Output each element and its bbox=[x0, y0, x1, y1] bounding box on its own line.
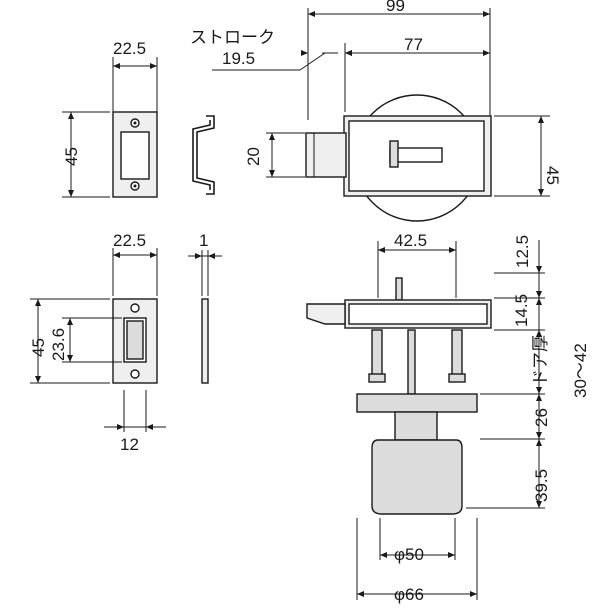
strike-width-label: 22.5 bbox=[113, 39, 146, 58]
bolt-height-label: 20 bbox=[244, 147, 263, 166]
rose-diameter-label: φ66 bbox=[394, 585, 424, 604]
plate-hole-spacing-label: 12 bbox=[120, 435, 139, 454]
body-depth-label: 14.5 bbox=[512, 294, 531, 327]
stroke-value: 19.5 bbox=[222, 49, 255, 68]
door-thickness-label: ドア厚 bbox=[531, 335, 550, 386]
stroke-label: ストローク bbox=[190, 28, 275, 47]
plate-height-label: 45 bbox=[29, 338, 48, 357]
knob-diameter-label: φ50 bbox=[394, 545, 424, 564]
assembly-side-view bbox=[306, 240, 545, 600]
body-length-label: 77 bbox=[404, 35, 423, 54]
plate-side-view bbox=[188, 250, 222, 384]
plate-opening-label: 23.6 bbox=[49, 328, 68, 361]
strike-plate-front bbox=[30, 248, 166, 432]
strike-side-profile bbox=[192, 115, 215, 195]
rose-thickness-label: 26 bbox=[532, 408, 551, 427]
top-offset-label: 12.5 bbox=[513, 235, 532, 268]
body-height-label: 45 bbox=[543, 166, 562, 185]
latch-top-view bbox=[212, 8, 550, 222]
knob-length-label: 39.5 bbox=[532, 469, 551, 502]
strike-front-view bbox=[62, 57, 158, 198]
door-thickness-range: 30～42 bbox=[571, 343, 590, 398]
spindle-spacing-label: 42.5 bbox=[394, 231, 427, 250]
strike-height-label: 45 bbox=[62, 147, 81, 166]
plate-thickness-label: 1 bbox=[199, 231, 208, 250]
overall-length-label: 99 bbox=[386, 0, 405, 15]
plate-width-label: 22.5 bbox=[113, 231, 146, 250]
